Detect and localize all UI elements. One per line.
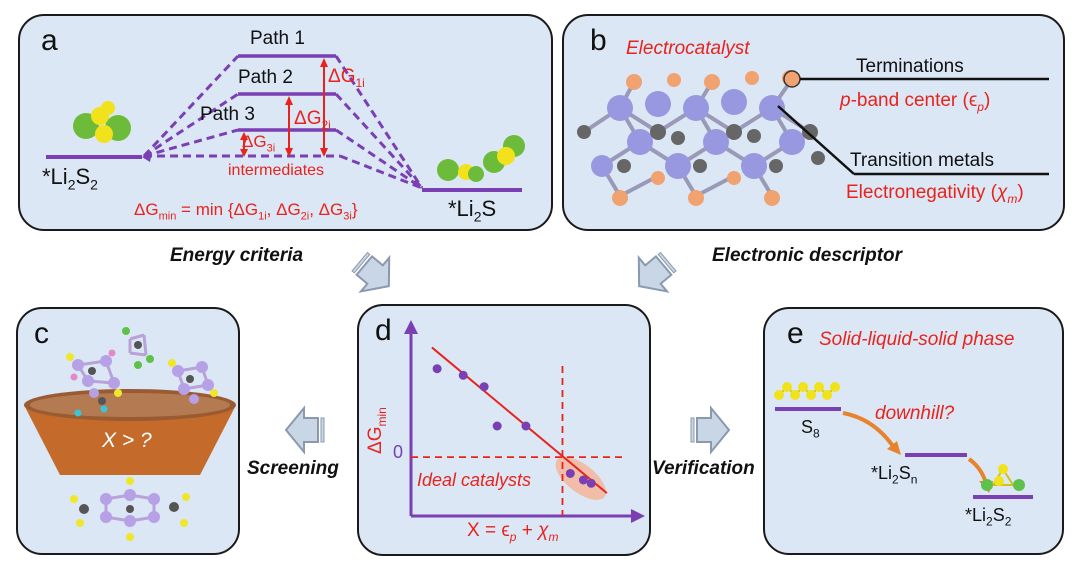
dg-min-formula: ΔGmin = min {ΔG1i, ΔG2i, ΔG3i}	[134, 200, 358, 223]
screening-caption: Screening	[247, 458, 339, 479]
arrow-down-left-icon	[624, 243, 684, 304]
data-point	[578, 475, 588, 485]
panel-letter-e: e	[787, 317, 804, 350]
panel-letter-b: b	[590, 24, 607, 57]
li2s2-molecule-icon	[73, 101, 131, 143]
panel-e: e Solid-liquid-solid phase downhill? S8 …	[763, 307, 1064, 555]
screening-bowl-illustration	[24, 327, 236, 541]
electronic-descriptor-caption: Electronic descriptor	[712, 245, 903, 266]
ideal-catalysts-label: Ideal catalysts	[417, 470, 532, 490]
data-point	[586, 478, 596, 488]
dg2-label: ΔG2i	[294, 108, 331, 132]
plot-area	[404, 320, 645, 523]
path2-label: Path 2	[238, 67, 293, 88]
li2sn-label: *Li2Sn	[871, 463, 918, 487]
phase-title: Solid-liquid-solid phase	[819, 329, 1015, 350]
y-axis-arrowhead	[404, 320, 418, 334]
li2s-molecule-icon	[437, 135, 525, 182]
panel-d: d ΔGmin 0 Ideal catalysts X = ϵp + χm	[357, 304, 651, 556]
data-point	[432, 364, 442, 374]
intermediates-label: intermediates	[228, 162, 325, 179]
li2s2-label: *Li2S2	[42, 164, 98, 193]
verification-caption: Verification	[652, 458, 755, 479]
terminations-label: Terminations	[856, 56, 964, 77]
data-point	[492, 421, 502, 431]
s8-molecule-icon	[774, 382, 840, 400]
transition-metals-label: Transition metals	[850, 150, 994, 171]
li2s2-end-label: *Li2S2	[965, 505, 1012, 529]
mxene-structure-icon	[577, 70, 1049, 206]
dg1-label: ΔG1i	[328, 66, 365, 90]
data-point	[565, 468, 575, 478]
path3-label: Path 3	[200, 104, 255, 125]
arrow-down-right-icon	[344, 243, 404, 304]
conversion-pathway	[774, 382, 1033, 499]
electrocatalyst-title: Electrocatalyst	[626, 38, 750, 59]
li2s2-small-icon	[981, 464, 1025, 491]
panel-a: a	[18, 14, 553, 231]
panel-letter-a: a	[41, 24, 58, 57]
panel-c: c	[16, 307, 240, 555]
dg3-label: ΔG3i	[242, 132, 276, 155]
p-band-center-label: p-band center (ϵp)	[840, 90, 991, 114]
x-threshold-label: X > ?	[102, 429, 152, 452]
x-axis-arrowhead	[631, 509, 645, 523]
panel-b: b Electrocatalyst	[562, 14, 1065, 231]
arrow-right-icon	[690, 407, 730, 453]
data-point	[458, 370, 468, 380]
s8-label: S8	[801, 417, 820, 441]
electronegativity-label: Electronegativity (χm)	[846, 182, 1024, 206]
energy-criteria-caption: Energy criteria	[170, 245, 304, 266]
descriptor-scatter-plot	[404, 320, 645, 523]
panel-letter-c: c	[34, 317, 49, 350]
panel-letter-d: d	[375, 314, 392, 347]
path1-label: Path 1	[250, 28, 305, 49]
energy-diagram	[46, 54, 525, 192]
arrow-left-icon	[285, 407, 325, 453]
downhill-label: downhill?	[875, 403, 955, 424]
x-axis-label: X = ϵp + χm	[467, 520, 559, 544]
passed-molecule-icon	[70, 477, 190, 541]
molecule-cluster-icon	[66, 327, 218, 417]
y-axis-label: ΔGmin	[365, 407, 389, 454]
li2s-label: *Li2S	[448, 196, 497, 225]
y-zero-label: 0	[393, 442, 404, 462]
data-point	[479, 382, 489, 392]
data-point	[521, 421, 531, 431]
